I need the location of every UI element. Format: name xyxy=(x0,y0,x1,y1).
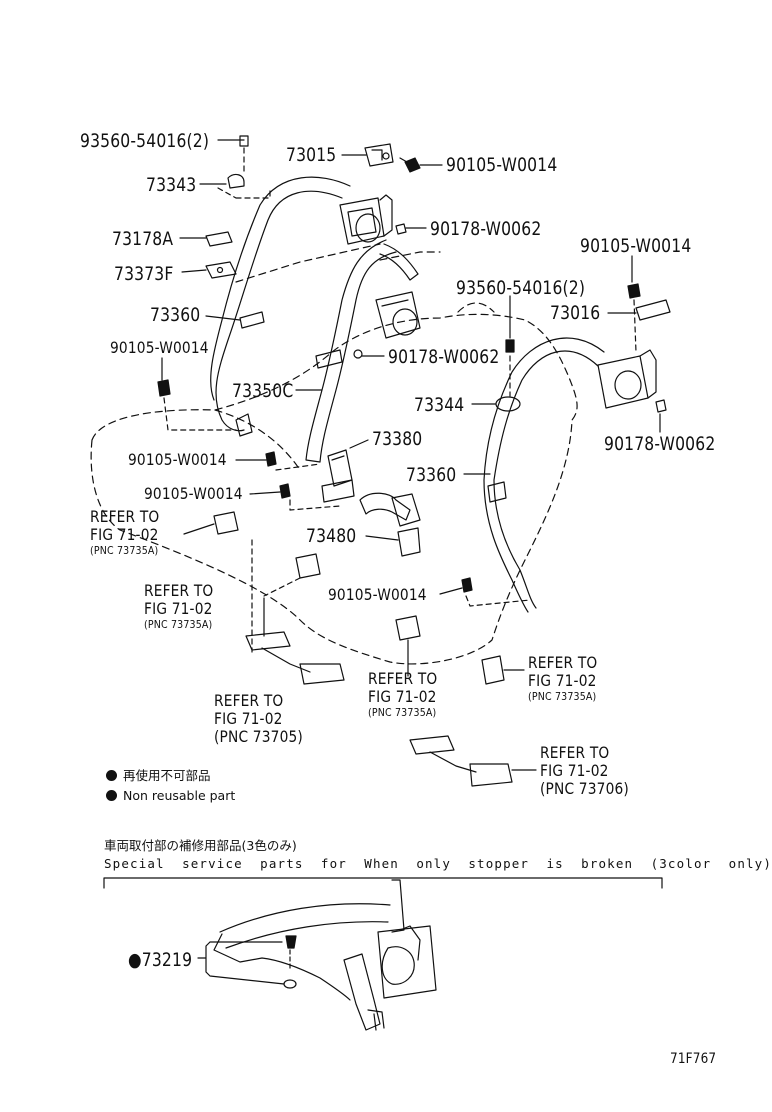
refer-line-3: (PNC 73706) xyxy=(540,779,629,798)
label-73360-left: 73360 xyxy=(150,304,201,326)
label-90178-W0062-top: 90178-W0062 xyxy=(430,218,542,240)
refer-note-5: REFER TO FIG 71-02 (PNC 73735A) xyxy=(528,654,597,704)
refer-line-1: REFER TO xyxy=(144,581,214,600)
clip-icon xyxy=(295,553,321,579)
label-90105-W0014-c1: 90105-W0014 xyxy=(128,450,227,469)
label-73480: 73480 xyxy=(306,525,357,547)
belt-center xyxy=(305,239,397,463)
bracket-73343 xyxy=(227,173,245,189)
bolt-icon xyxy=(157,379,171,397)
label-90178-W0062-mid: 90178-W0062 xyxy=(388,346,500,368)
bolt-icon xyxy=(239,135,249,147)
label-90105-W0014-c2: 90105-W0014 xyxy=(144,484,243,503)
label-73219: ●73219 xyxy=(128,949,193,971)
legend-en-text: Non reusable part xyxy=(123,788,236,803)
refer-note-3: REFER TO FIG 71-02 (PNC 73705) xyxy=(214,692,303,746)
figure-code: 71F767 xyxy=(670,1051,717,1067)
guide-73344 xyxy=(495,396,521,412)
clip-icon xyxy=(481,655,505,685)
legend-en: Non reusable part xyxy=(106,788,235,803)
retractor-center xyxy=(375,291,421,339)
belt-right xyxy=(493,350,599,609)
refer-line-3: (PNC 73705) xyxy=(214,727,303,746)
nut-icon xyxy=(353,349,363,359)
cover-73178A xyxy=(205,231,233,247)
refer-line-2: FIG 71-02 xyxy=(144,599,213,618)
refer-note-1: REFER TO FIG 71-02 (PNC 73735A) xyxy=(90,508,159,558)
retractor-top xyxy=(339,143,394,245)
refer-line-2: FIG 71-02 xyxy=(540,761,609,780)
refer-note-4: REFER TO FIG 71-02 (PNC 73735A) xyxy=(368,670,437,720)
special-jp: 車両取付部の補修用部品(3色のみ) xyxy=(104,838,297,853)
label-90105-W0014-right: 90105-W0014 xyxy=(580,235,692,257)
floor-anchor-left xyxy=(245,631,345,685)
label-73343: 73343 xyxy=(146,174,197,196)
clip-icon xyxy=(395,615,421,641)
refer-line-2: FIG 71-02 xyxy=(214,709,283,728)
refer-line-3: (PNC 73735A) xyxy=(144,618,213,631)
label-90105-W0014-left: 90105-W0014 xyxy=(110,338,209,357)
non-reusable-dot-icon xyxy=(106,770,117,781)
stopper-detail xyxy=(213,879,437,1031)
clip-icon xyxy=(213,511,239,535)
bolt-icon xyxy=(399,157,421,173)
label-73178A: 73178A xyxy=(112,228,174,250)
buckle-73480 xyxy=(359,492,421,557)
label-73344: 73344 xyxy=(414,394,465,416)
label-90105-W0014-top: 90105-W0014 xyxy=(446,154,558,176)
belt-left-upper xyxy=(215,190,343,432)
seat-outline xyxy=(90,313,578,665)
refer-line-1: REFER TO xyxy=(368,669,438,688)
bolt-icon xyxy=(279,483,291,499)
label-73016: 73016 xyxy=(550,302,601,324)
label-93560-54016-mid: 93560-54016(2) xyxy=(456,277,586,299)
legend-jp-text: 再使用不可部品 xyxy=(123,768,211,783)
label-90105-W0014-c3: 90105-W0014 xyxy=(328,585,427,604)
bolt-icon xyxy=(505,339,515,353)
label-73360-right: 73360 xyxy=(406,464,457,486)
label-73350C: 73350C xyxy=(232,380,294,402)
bolt-icon xyxy=(265,451,277,467)
refer-line-2: FIG 71-02 xyxy=(528,671,597,690)
refer-line-3: (PNC 73735A) xyxy=(368,706,437,719)
refer-note-2: REFER TO FIG 71-02 (PNC 73735A) xyxy=(144,582,213,632)
legend-jp: 再使用不可部品 xyxy=(106,768,211,783)
label-73373F: 73373F xyxy=(114,263,174,285)
refer-note-6: REFER TO FIG 71-02 (PNC 73706) xyxy=(540,744,629,798)
non-reusable-dot-icon xyxy=(106,790,117,801)
label-73015: 73015 xyxy=(286,144,337,166)
special-en: Special service parts for When only stop… xyxy=(104,856,772,871)
refer-line-3: (PNC 73735A) xyxy=(90,544,159,557)
label-90178-W0062-right: 90178-W0062 xyxy=(604,433,716,455)
nut-icon xyxy=(655,399,667,413)
retractor-right xyxy=(597,299,671,409)
refer-line-1: REFER TO xyxy=(214,691,284,710)
label-73380: 73380 xyxy=(372,428,423,450)
refer-line-2: FIG 71-02 xyxy=(368,687,437,706)
seat-crease xyxy=(214,302,495,471)
refer-line-2: FIG 71-02 xyxy=(90,525,159,544)
refer-line-1: REFER TO xyxy=(540,743,610,762)
buckle-73380 xyxy=(321,449,355,503)
anchor-73373F xyxy=(205,261,237,279)
nut-icon xyxy=(395,223,407,235)
label-93560-54016-top: 93560-54016(2) xyxy=(80,130,210,152)
section-divider xyxy=(103,877,663,889)
refer-line-1: REFER TO xyxy=(90,507,160,526)
refer-line-3: (PNC 73735A) xyxy=(528,690,597,703)
bolt-icon xyxy=(627,283,641,299)
bolt-icon xyxy=(461,577,473,593)
floor-anchor-right xyxy=(409,735,513,787)
refer-line-1: REFER TO xyxy=(528,653,598,672)
